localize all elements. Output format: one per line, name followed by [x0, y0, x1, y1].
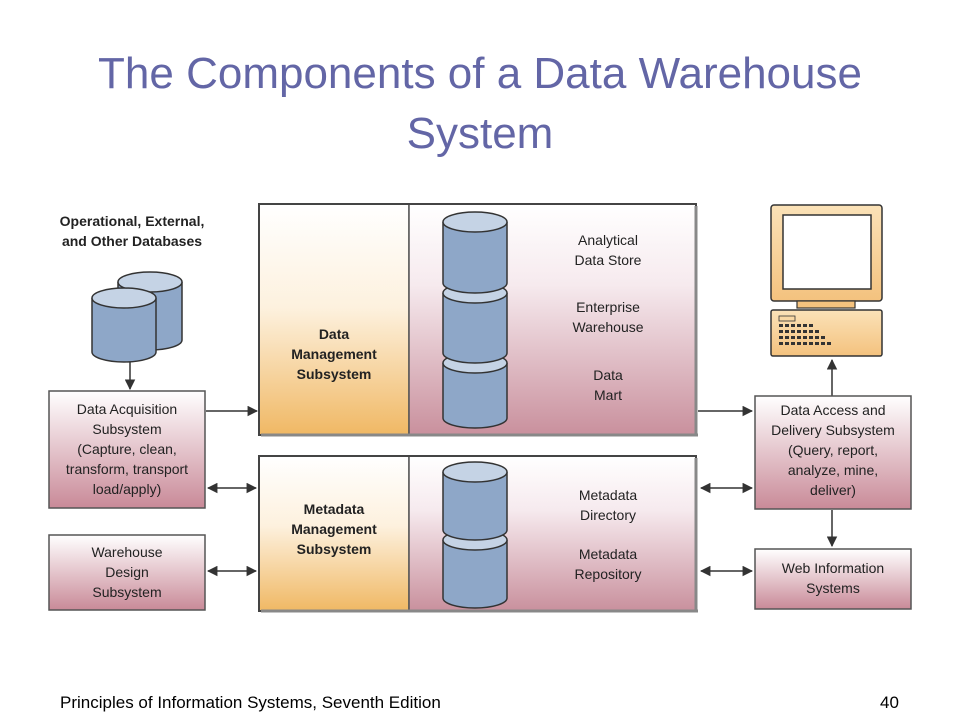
analytical-line-2: Data Store — [575, 252, 642, 268]
data-mgmt-line-1: Data — [319, 326, 350, 342]
footer-book-title: Principles of Information Systems, Seven… — [60, 693, 441, 712]
warehouse-design-box — [48, 534, 206, 611]
slide-title: The Components of a Data Warehouse Syste… — [0, 44, 960, 164]
data-acquisition-box — [48, 390, 206, 509]
computer-monitor-icon — [770, 204, 883, 357]
metadata-cylinders — [442, 461, 508, 609]
mart-line-2: Mart — [594, 387, 622, 403]
access-line-3: (Query, report, — [788, 442, 878, 458]
web-information-box — [754, 548, 912, 610]
acquisition-line-5: load/apply) — [93, 481, 162, 497]
access-line-2: Delivery Subsystem — [771, 422, 895, 438]
enterprise-line-1: Enterprise — [576, 299, 640, 315]
meta-repository-line-2: Repository — [575, 566, 642, 582]
title-line-2: System — [406, 109, 554, 158]
analytical-line-1: Analytical — [578, 232, 638, 248]
warehouse-design-text: Warehouse Design Subsystem — [91, 544, 162, 600]
meta-repository-line-1: Metadata — [579, 546, 638, 562]
keyboard-keys — [779, 324, 831, 345]
web-line-1: Web Information — [782, 560, 884, 576]
data-mgmt-line-2: Management — [291, 346, 377, 362]
meta-mgmt-line-1: Metadata — [304, 501, 365, 517]
acquisition-line-4: transform, transport — [66, 461, 188, 477]
title-line-1: The Components of a Data Warehouse — [98, 49, 862, 98]
source-label-line-2: and Other Databases — [62, 233, 202, 249]
meta-directory-line-2: Directory — [580, 507, 636, 523]
access-line-5: deliver) — [810, 482, 856, 498]
data-acquisition-text: Data Acquisition Subsystem (Capture, cle… — [66, 401, 188, 497]
data-management-label: Data Management Subsystem — [291, 326, 377, 382]
design-line-2: Design — [105, 564, 149, 580]
source-database-icon — [91, 271, 183, 363]
data-access-text: Data Access and Delivery Subsystem (Quer… — [771, 402, 895, 498]
meta-mgmt-line-2: Management — [291, 521, 377, 537]
data-store-labels: Analytical Data Store Enterprise Warehou… — [572, 232, 643, 403]
mart-line-1: Data — [593, 367, 623, 383]
acquisition-line-1: Data Acquisition — [77, 401, 177, 417]
meta-directory-line-1: Metadata — [579, 487, 638, 503]
data-access-box — [754, 395, 912, 510]
web-information-text: Web Information Systems — [782, 560, 884, 596]
access-line-1: Data Access and — [780, 402, 885, 418]
design-line-3: Subsystem — [92, 584, 161, 600]
meta-mgmt-line-3: Subsystem — [297, 541, 372, 557]
web-line-2: Systems — [806, 580, 860, 596]
metadata-management-label: Metadata Management Subsystem — [291, 501, 377, 557]
metadata-store-labels: Metadata Directory Metadata Repository — [575, 487, 642, 582]
source-label-line-1: Operational, External, — [60, 213, 205, 229]
acquisition-line-2: Subsystem — [92, 421, 161, 437]
enterprise-line-2: Warehouse — [572, 319, 643, 335]
page-number: 40 — [880, 693, 899, 712]
data-store-cylinders — [442, 211, 508, 429]
access-line-4: analyze, mine, — [788, 462, 878, 478]
source-databases-label: Operational, External, and Other Databas… — [60, 213, 205, 249]
acquisition-line-3: (Capture, clean, — [77, 441, 177, 457]
data-mgmt-line-3: Subsystem — [297, 366, 372, 382]
design-line-1: Warehouse — [91, 544, 162, 560]
